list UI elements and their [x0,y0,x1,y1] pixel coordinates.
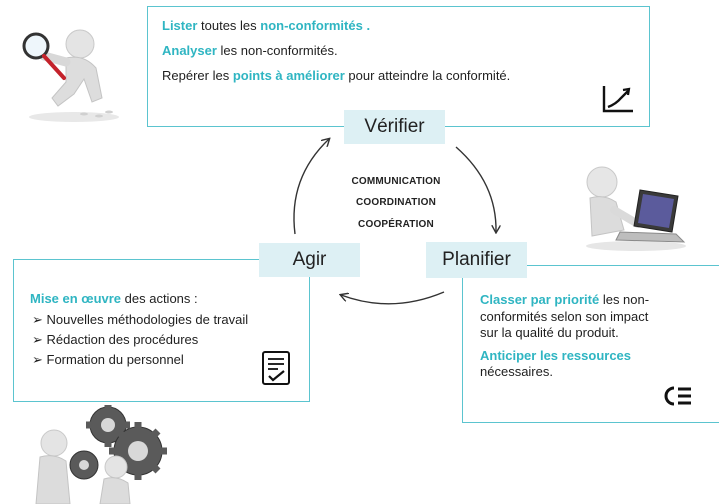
planifier-para-1-line-3: sur la qualité du produit. [480,325,619,340]
verifier-line-3: Repérer les points à améliorer pour atte… [162,68,511,83]
agir-bullet: ➢ Nouvelles méthodologies de travail [32,312,249,327]
label-agir: Agir [259,243,360,277]
verifier-line-2: Analyser les non-conformités. [162,43,338,58]
center-coordination: COORDINATION [356,197,436,208]
planifier-panel: Classer par priorité les non- conformité… [462,265,719,423]
verifier-panel: Lister toutes les non-conformités . Anal… [147,6,650,127]
label-planifier: Planifier [426,242,527,278]
agir-bullet: ➢ Formation du personnel [32,352,184,367]
priority-list-icon [664,386,691,406]
agir-intro: Mise en œuvre des actions : [30,291,198,306]
planifier-para-1: Classer par priorité les non- [480,292,650,307]
magnifier-figure-icon [22,29,119,122]
chart-trend-icon [602,86,633,113]
planifier-para-2-line-2: nécessaires. [480,364,553,379]
agir-bullet: ➢ Rédaction des procédures [32,332,199,347]
arrow-planifier-to-agir [341,291,445,305]
checklist-icon [262,351,290,385]
planifier-para-1-line-2: conformités selon son impact [480,308,649,324]
label-verifier: Vérifier [344,110,445,144]
center-communication: COMMUNICATION [351,176,441,187]
arrow-agir-to-verifier [293,139,329,235]
center-cooperation: COOPÉRATION [358,219,434,230]
planifier-para-2: Anticiper les ressources [480,347,632,363]
agir-panel: Mise en œuvre des actions : ➢ Nouvelles … [13,259,310,402]
gears-team-icon [35,405,167,504]
verifier-line-1: Lister toutes les non-conformités . [162,18,371,33]
arrow-verifier-to-planifier [455,146,496,232]
laptop-figure-icon [586,166,686,251]
